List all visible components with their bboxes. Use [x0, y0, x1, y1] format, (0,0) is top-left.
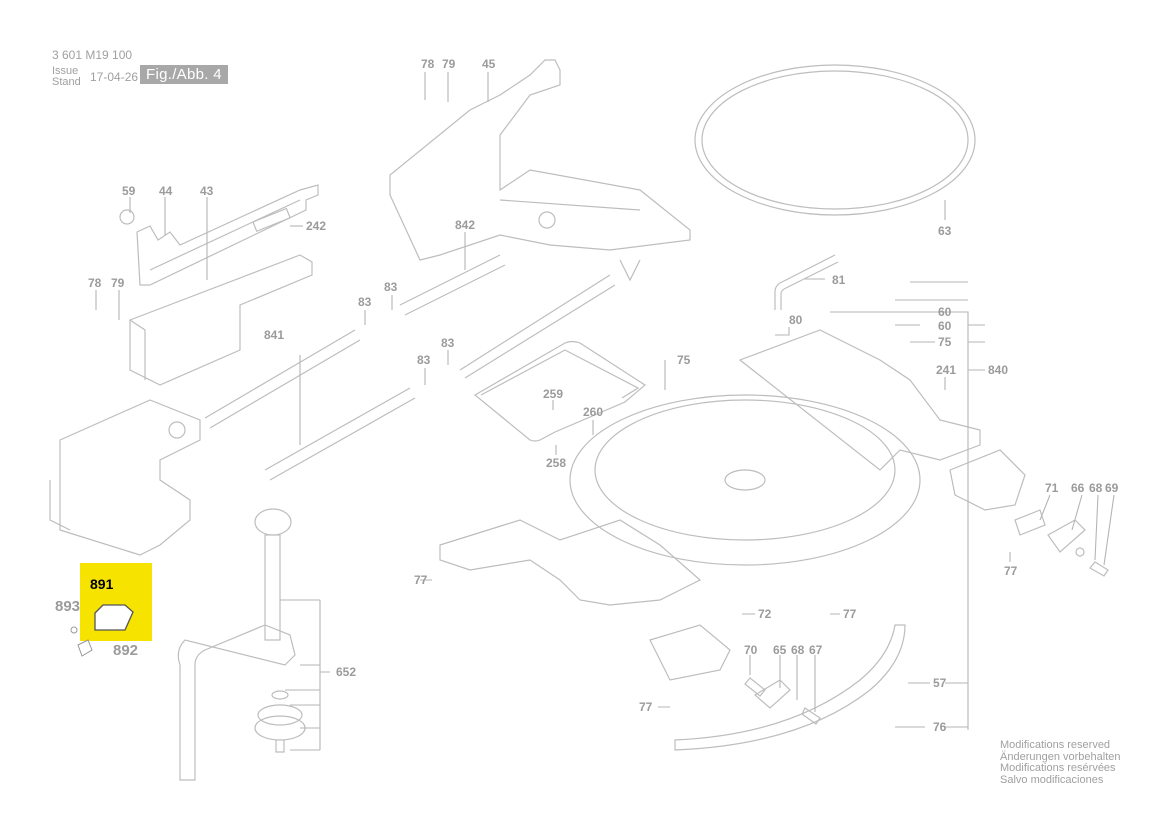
part-label[interactable]: 75 [677, 353, 691, 367]
part-label[interactable]: 83 [417, 353, 431, 367]
part-label[interactable]: 76 [933, 720, 947, 734]
stand-label: Stand [52, 76, 81, 88]
part-label[interactable]: 75 [938, 335, 952, 349]
part-label[interactable]: 60 [938, 319, 952, 333]
part-label[interactable]: 70 [744, 643, 758, 657]
issue-stand-label: Issue Stand [52, 66, 81, 88]
part-label[interactable]: 259 [543, 387, 563, 401]
part-label[interactable]: 80 [789, 313, 803, 327]
part-labels: 78 79 45 59 44 43 242 78 79 842 63 81 83… [55, 57, 1119, 734]
part-891-cover [70, 604, 134, 657]
part-label[interactable]: 241 [936, 363, 956, 377]
issue-date: 17-04-26 [90, 70, 139, 84]
part-label[interactable]: 63 [938, 224, 952, 238]
part-label[interactable]: 65 [773, 643, 787, 657]
part-label[interactable]: 893 [55, 598, 80, 615]
part-label[interactable]: 841 [264, 328, 284, 342]
part-label[interactable]: 43 [200, 184, 214, 198]
table-insert-ring [694, 64, 976, 216]
part-label[interactable]: 57 [933, 676, 947, 690]
part-label[interactable]: 77 [414, 573, 428, 587]
part-label[interactable]: 260 [583, 405, 603, 419]
document-number: 3 601 M19 100 [52, 48, 133, 62]
part-label[interactable]: 68 [1089, 481, 1103, 495]
clamp-bow-258 [473, 340, 647, 442]
rods [204, 254, 616, 481]
part-label[interactable]: 242 [306, 219, 326, 233]
fence-left-assembly [119, 184, 319, 386]
part-label[interactable]: 83 [358, 295, 372, 309]
part-label[interactable]: 77 [843, 607, 857, 621]
fence-lower-assembly [49, 399, 201, 556]
table-insert-ring-inner [701, 70, 969, 210]
issue-label: Issue [52, 65, 79, 77]
part-label[interactable]: 842 [455, 218, 475, 232]
part-label[interactable]: 78 [88, 276, 102, 290]
part-label[interactable]: 652 [336, 665, 356, 679]
part-label[interactable]: 81 [832, 273, 846, 287]
figure-label: Fig./Abb. 4 [140, 65, 228, 84]
part-label[interactable]: 79 [111, 276, 125, 290]
part-label[interactable]: 59 [122, 184, 136, 198]
part-label[interactable]: 78 [421, 57, 435, 71]
part-label[interactable]: 60 [938, 305, 952, 319]
footer-line: Salvo modificaciones [1000, 773, 1104, 786]
fence-right-assembly [389, 59, 691, 282]
part-label[interactable]: 83 [441, 336, 455, 350]
part-label-highlighted[interactable]: 891 [90, 576, 114, 592]
part-label[interactable]: 44 [159, 184, 173, 198]
part-label[interactable]: 72 [758, 607, 772, 621]
clamp-parts-right [744, 509, 1109, 725]
part-label[interactable]: 67 [809, 643, 823, 657]
footer-line: Modifications reserved [1000, 739, 1111, 751]
modifications-notice: Modifications reserved Änderungen vorbeh… [1000, 739, 1121, 786]
footer-line: Änderungen vorbehalten [1000, 750, 1121, 763]
locking-knob-rod [177, 508, 306, 781]
leader-lines [95, 72, 1115, 751]
part-label[interactable]: 68 [791, 643, 805, 657]
part-label[interactable]: 66 [1071, 481, 1085, 495]
part-label[interactable]: 79 [442, 57, 456, 71]
part-label[interactable]: 77 [1004, 564, 1018, 578]
part-label[interactable]: 69 [1105, 481, 1119, 495]
footer-line: Modifications resérvées [1000, 762, 1116, 774]
part-label[interactable]: 83 [384, 280, 398, 294]
part-label[interactable]: 258 [546, 456, 566, 470]
part-label[interactable]: 77 [639, 700, 653, 714]
part-label[interactable]: 892 [113, 642, 138, 659]
turntable-base [439, 329, 1026, 681]
bevel-scale-57 [674, 624, 906, 751]
part-label[interactable]: 71 [1045, 481, 1059, 495]
part-label[interactable]: 45 [482, 57, 496, 71]
allen-key-81 [774, 254, 839, 310]
part-label[interactable]: 840 [988, 363, 1008, 377]
